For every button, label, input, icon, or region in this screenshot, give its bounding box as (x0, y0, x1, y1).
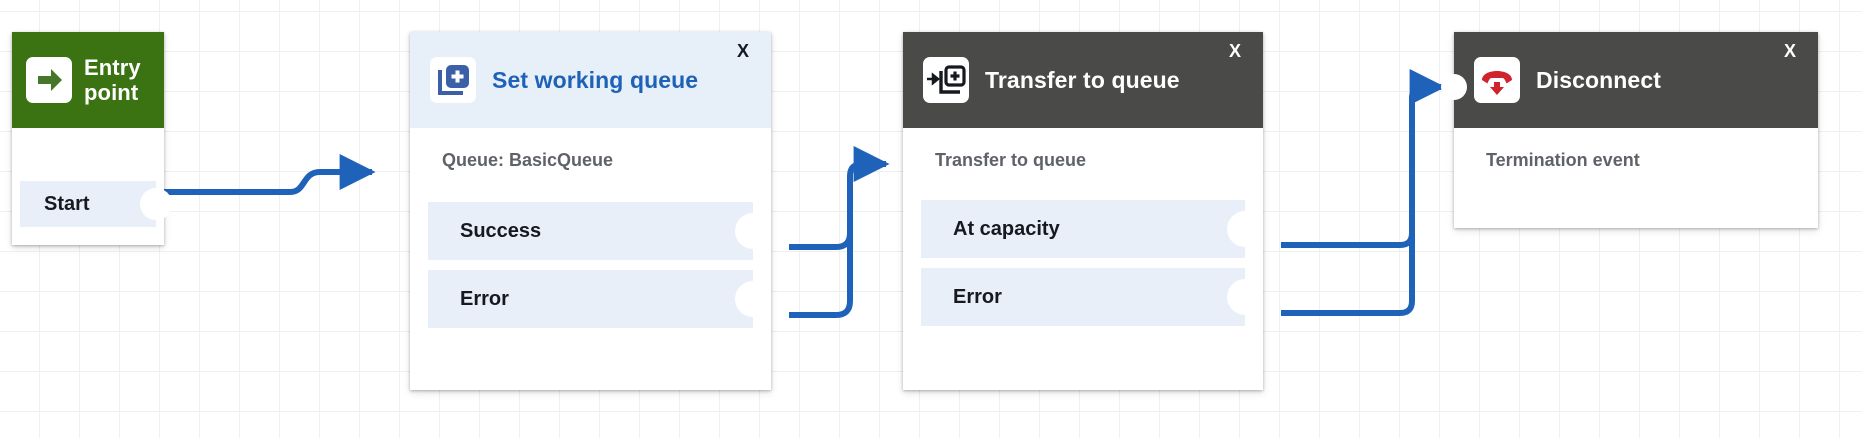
port-connector-disconnect-input[interactable] (1441, 74, 1467, 100)
node-header-transfer-to-queue: Transfer to queue X (903, 32, 1263, 128)
node-title-entry-point: Entry point (84, 54, 141, 105)
node-body-spacer (12, 128, 164, 181)
node-header-disconnect: Disconnect X (1454, 32, 1818, 128)
copy-plus-icon (430, 57, 476, 103)
node-entry-point[interactable]: Entry point Start (12, 32, 172, 245)
port-connector-transfer-error[interactable] (1227, 279, 1263, 315)
port-connector-error[interactable] (735, 281, 771, 317)
wire-start-to-setqueue (162, 154, 376, 195)
node-title-transfer-to-queue: Transfer to queue (985, 66, 1180, 93)
wire-error-to-disconnect (1281, 110, 1415, 316)
node-header-set-working-queue: Set working queue X (410, 32, 771, 128)
node-set-working-queue[interactable]: Set working queue X Queue: BasicQueue Su… (410, 32, 771, 390)
node-subtitle-disconnect: Termination event (1486, 150, 1640, 170)
port-row-at-capacity[interactable]: At capacity (921, 200, 1263, 258)
node-title-disconnect: Disconnect (1536, 66, 1661, 93)
arrow-right-boxed-icon (26, 57, 72, 103)
port-connector-at-capacity[interactable] (1227, 211, 1263, 247)
port-row-error[interactable]: Error (428, 270, 771, 328)
node-subtitle-transfer-to-queue: Transfer to queue (935, 150, 1087, 170)
node-header-entry-point: Entry point (12, 32, 164, 128)
port-gap (903, 258, 1263, 268)
node-subtitle-set-working-queue: Queue: BasicQueue (442, 150, 614, 170)
port-connector-start[interactable] (140, 188, 172, 220)
port-connector-success[interactable] (735, 213, 771, 249)
close-icon-disconnect[interactable]: X (1783, 41, 1796, 61)
node-title-set-working-queue: Set working queue (492, 66, 699, 93)
close-icon-transfer-to-queue[interactable]: X (1228, 41, 1241, 61)
port-row-start[interactable]: Start (20, 181, 172, 227)
port-gap (410, 260, 771, 270)
node-body-spacer (903, 171, 1263, 200)
port-label-start: Start (44, 192, 90, 215)
phone-hangup-icon (1474, 57, 1520, 103)
transfer-copy-plus-icon (923, 57, 969, 103)
port-label-success: Success (460, 219, 542, 242)
wire-success-to-transfer (789, 187, 853, 250)
wire-transfer-inbound-arrow (847, 146, 890, 190)
port-label-at-capacity: At capacity (953, 217, 1060, 240)
node-transfer-to-queue[interactable]: Transfer to queue X Transfer to queue At… (903, 32, 1263, 390)
wire-error-to-transfer (789, 187, 853, 318)
node-body-spacer (410, 171, 771, 202)
port-label-transfer-error: Error (953, 285, 1002, 308)
port-label-error: Error (460, 287, 509, 310)
node-disconnect[interactable]: Disconnect X Termination event (1441, 32, 1818, 228)
port-row-transfer-error[interactable]: Error (921, 268, 1263, 326)
wire-disconnect-inbound-arrow (1409, 69, 1446, 112)
wire-atcapacity-to-disconnect (1281, 110, 1415, 248)
port-row-success[interactable]: Success (428, 202, 771, 260)
close-icon-set-working-queue[interactable]: X (736, 41, 749, 61)
